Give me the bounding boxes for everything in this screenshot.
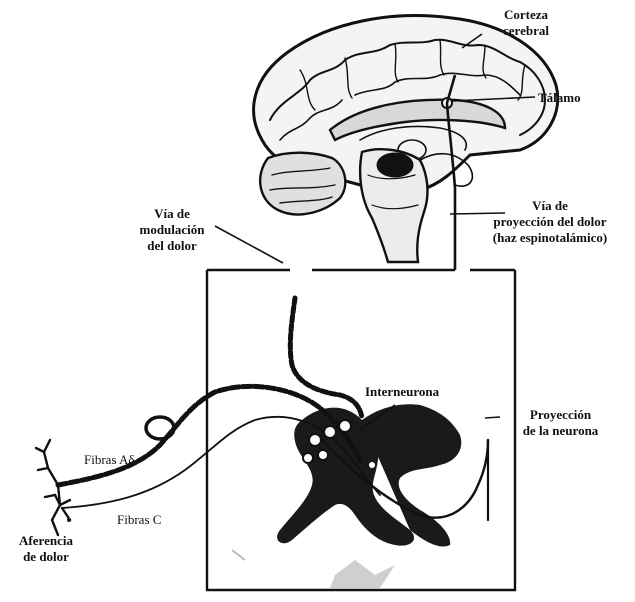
cerebellum <box>260 153 345 215</box>
descending-modulation-fiber <box>290 298 362 418</box>
proyeccion-line-1: Vía de <box>470 198 630 214</box>
corteza-line-1: Corteza <box>491 7 561 23</box>
label-talamo: Tálamo <box>538 90 581 106</box>
label-aferencia-dolor: Aferencia de dolor <box>0 533 92 565</box>
proyeccion-line-2: proyección del dolor <box>470 214 630 230</box>
label-proyeccion-neurona: Proyección de la neurona <box>503 407 618 439</box>
spinal-cord-grey-matter <box>277 404 461 546</box>
modulacion-line-3: del dolor <box>122 238 222 254</box>
proyeccion-line-3: (haz espinotalámico) <box>470 230 630 246</box>
aferencia-line-1: Aferencia <box>0 533 92 549</box>
interneuron-cell <box>309 434 321 446</box>
label-fibras-c: Fibras C <box>117 512 161 528</box>
modulacion-line-1: Vía de <box>122 206 222 222</box>
label-corteza-cerebral: Corteza cerebral <box>491 7 561 39</box>
aferencia-line-2: de dolor <box>0 549 92 565</box>
anterior-fissure <box>330 560 395 588</box>
modulacion-line-2: modulación <box>122 222 222 238</box>
proyeccion-neurona-line-1: Proyección <box>503 407 618 423</box>
label-fibras-ad: Fibras Aδ <box>84 452 135 468</box>
corteza-line-2: cerebral <box>491 23 561 39</box>
dorsal-root-ganglion <box>146 417 174 439</box>
label-interneurona: Interneurona <box>365 384 439 400</box>
proyeccion-neurona-line-2: de la neurona <box>503 423 618 439</box>
label-via-proyeccion: Vía de proyección del dolor (haz espinot… <box>470 198 630 246</box>
label-via-modulacion: Vía de modulación del dolor <box>122 206 222 254</box>
free-nerve-endings <box>36 440 70 535</box>
